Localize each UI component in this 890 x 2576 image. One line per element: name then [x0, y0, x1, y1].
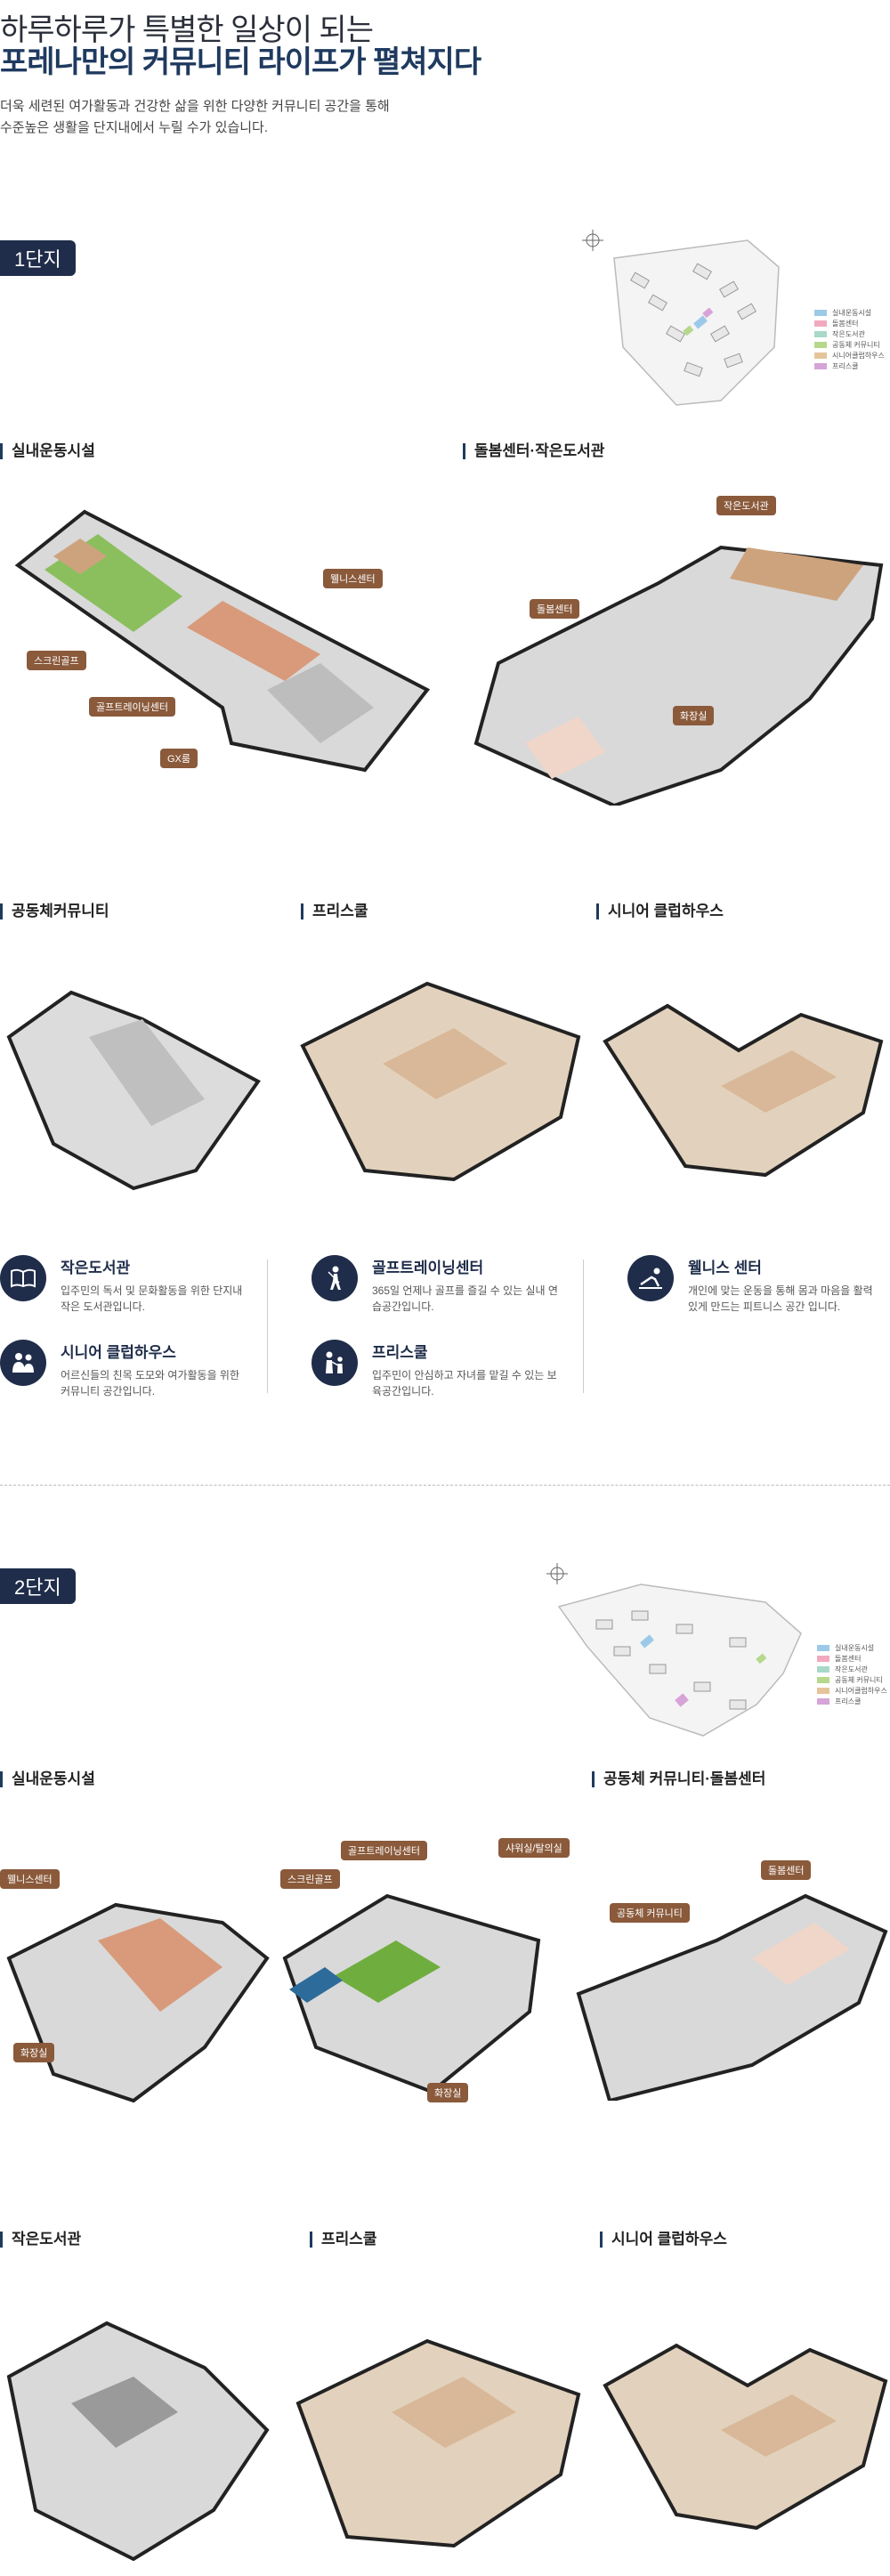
complex-2-site-map — [534, 1549, 890, 1754]
facility-name: 골프트레이닝센터 — [372, 1260, 484, 1276]
legend-item: 실내운동시설 — [814, 307, 885, 318]
facility-small-library: 작은도서관 입주민의 독서 및 문화활동을 위한 단지내 작은 도서관입니다. — [0, 1255, 247, 1315]
tag-toilet-2b: 화장실 — [427, 2083, 469, 2102]
tag-community-2: 공동체 커뮤니티 — [610, 1903, 690, 1923]
tag-small-library: 작은도서관 — [716, 496, 776, 515]
section-separator — [0, 1485, 890, 1486]
legend-item: 프리스쿨 — [817, 1696, 887, 1706]
indoor-sports-floor-plan: 웰니스센터 스크린골프 골프트레이닝센터 GX룸 — [0, 485, 445, 806]
complex-2-legend: 실내운동시설 돌봄센터 작은도서관 공동체 커뮤니티 시니어클럽하우스 프리스쿨 — [817, 1642, 887, 1706]
facility-golf-training: 골프트레이닝센터 365일 언제나 골프를 즐길 수 있는 실내 연습공간입니다… — [312, 1255, 559, 1315]
facility-desc: 입주민의 독서 및 문화활동을 위한 단지내 작은 도서관입니다. — [61, 1284, 243, 1313]
section-title-indoor: 실내운동시설 — [0, 443, 95, 459]
section-title-care-library: 돌봄센터·작은도서관 — [463, 443, 604, 459]
section-title-preschool: 프리스쿨 — [301, 903, 368, 919]
section-title-community-care-2: 공동체 커뮤니티·돌봄센터 — [592, 1771, 765, 1787]
legend-item: 작은도서관 — [814, 328, 885, 339]
divider — [267, 1260, 268, 1393]
preschool-floor-plan — [294, 966, 587, 1197]
facility-name: 웰니스 센터 — [688, 1260, 762, 1276]
tag-gx-room: GX룸 — [160, 749, 198, 768]
tag-toilet-2a: 화장실 — [13, 2043, 55, 2062]
legend-item: 작은도서관 — [817, 1664, 887, 1674]
complex-1-badge: 1단지 — [0, 240, 76, 276]
intro-line-2: 수준높은 생활을 단지내에서 누릴 수가 있습니다. — [0, 120, 269, 135]
tag-wellness-center-2: 웰니스센터 — [0, 1869, 60, 1889]
section-title-library-2: 작은도서관 — [0, 2232, 81, 2248]
community-care-2-plan: 공동체 커뮤니티 돌봄센터 — [574, 1860, 890, 2103]
care-library-floor-plan: 작은도서관 돌봄센터 화장실 — [463, 485, 890, 808]
facility-preschool: 프리스쿨 입주민이 안심하고 자녀를 맡길 수 있는 보육공간입니다. — [312, 1340, 559, 1399]
headline-main: 포레나만의 커뮤니티 라이프가 펼쳐지다 — [0, 45, 481, 79]
family-icon — [312, 1340, 358, 1386]
library-2-plan — [0, 2305, 285, 2564]
legend-item: 돌봄센터 — [814, 318, 885, 328]
section-title-preschool-2: 프리스쿨 — [310, 2232, 377, 2248]
complex-2-badge: 2단지 — [0, 1568, 76, 1604]
facility-desc: 개인에 맞는 운동을 통해 몸과 마음을 활력있게 만드는 피트니스 공간 입니… — [688, 1284, 873, 1313]
section-title-community: 공동체커뮤니티 — [0, 903, 109, 919]
headline-sub: 하루하루가 특별한 일상이 되는 — [0, 13, 374, 47]
senior-clubhouse-2-plan — [596, 2323, 890, 2546]
legend-item: 실내운동시설 — [817, 1642, 887, 1653]
senior-clubhouse-floor-plan — [596, 988, 890, 1193]
divider — [583, 1260, 584, 1393]
legend-item: 시니어클럽하우스 — [814, 350, 885, 360]
tag-screen-golf-2: 스크린골프 — [280, 1869, 340, 1889]
complex-1-site-map — [570, 214, 890, 418]
compass-icon — [546, 1563, 568, 1584]
book-icon — [0, 1255, 46, 1301]
section-title-senior-2: 시니어 클럽하우스 — [600, 2232, 727, 2248]
indoor-sports-2-plan-a: 웰니스센터 화장실 — [0, 1843, 285, 2110]
community-floor-plan — [0, 966, 285, 1197]
tag-care-center-2: 돌봄센터 — [761, 1860, 812, 1880]
tag-wellness-center: 웰니스센터 — [323, 569, 383, 588]
golf-icon — [312, 1255, 358, 1301]
facility-senior-clubhouse: 시니어 클럽하우스 어르신들의 친목 도모와 여가활동을 위한 커뮤니티 공간입… — [0, 1340, 247, 1399]
facility-desc: 입주민이 안심하고 자녀를 맡길 수 있는 보육공간입니다. — [372, 1369, 557, 1397]
tag-golf-training-2: 골프트레이닝센터 — [341, 1841, 427, 1860]
facility-desc: 어르신들의 친목 도모와 여가활동을 위한 커뮤니티 공간입니다. — [61, 1369, 240, 1397]
people-icon — [0, 1340, 46, 1386]
section-title-indoor-2: 실내운동시설 — [0, 1771, 95, 1787]
facility-wellness: 웰니스 센터 개인에 맞는 운동을 통해 몸과 마음을 활력있게 만드는 피트니… — [627, 1255, 875, 1315]
tag-toilet: 화장실 — [673, 706, 715, 725]
tag-screen-golf: 스크린골프 — [27, 651, 86, 670]
tag-shower-locker: 샤워실/탈의실 — [498, 1838, 570, 1858]
preschool-2-plan — [294, 2314, 587, 2564]
legend-item: 프리스쿨 — [814, 360, 885, 371]
facility-desc: 365일 언제나 골프를 즐길 수 있는 실내 연습공간입니다. — [372, 1284, 558, 1313]
facility-name: 시니어 클럽하우스 — [61, 1344, 176, 1361]
facility-name: 작은도서관 — [61, 1260, 131, 1276]
tag-care-center: 돌봄센터 — [530, 599, 580, 619]
indoor-sports-2-plan-b: 스크린골프 골프트레이닝센터 샤워실/탈의실 화장실 — [280, 1834, 574, 2110]
legend-item: 시니어클럽하우스 — [817, 1685, 887, 1696]
intro-line-1: 더욱 세련된 여가활동과 건강한 삶을 위한 다양한 커뮤니티 공간을 통해 — [0, 99, 390, 114]
tag-golf-training: 골프트레이닝센터 — [89, 697, 175, 717]
section-title-senior: 시니어 클럽하우스 — [596, 903, 724, 919]
compass-icon — [582, 230, 603, 251]
complex-1-legend: 실내운동시설 돌봄센터 작은도서관 공동체 커뮤니티 시니어클럽하우스 프리스쿨 — [814, 307, 885, 371]
facility-name: 프리스쿨 — [372, 1344, 428, 1361]
fitness-icon — [627, 1255, 674, 1301]
legend-item: 돌봄센터 — [817, 1653, 887, 1664]
legend-item: 공동체 커뮤니티 — [814, 339, 885, 350]
legend-item: 공동체 커뮤니티 — [817, 1674, 887, 1685]
